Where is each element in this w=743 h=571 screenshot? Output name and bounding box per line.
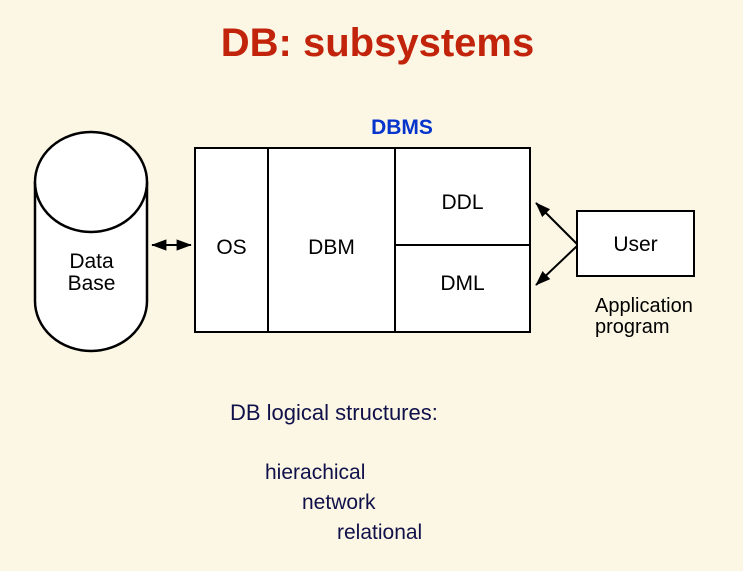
database-label: Data Base xyxy=(67,250,116,295)
database-cylinder xyxy=(33,130,149,353)
ddl-label: DDL xyxy=(441,191,484,214)
user-dml-arrow xyxy=(535,245,578,286)
dbms-label: DBMS xyxy=(371,116,433,139)
user-box xyxy=(576,210,695,277)
note-item-hierachical: hierachical xyxy=(265,461,366,484)
application-program-label: Application program xyxy=(595,295,693,338)
notes-heading: DB logical structures: xyxy=(230,400,438,425)
dbm-label: DBM xyxy=(308,236,355,259)
cylinder-top-ellipse xyxy=(33,130,149,234)
slide-title: DB: subsystems xyxy=(220,21,535,65)
user-label: User xyxy=(613,233,658,256)
user-ddl-arrow xyxy=(535,202,578,245)
note-item-relational: relational xyxy=(337,521,423,544)
note-item-network: network xyxy=(302,491,376,514)
dml-label: DML xyxy=(440,272,485,295)
os-label: OS xyxy=(216,236,247,259)
dbms-box-group xyxy=(194,147,531,333)
dbms-outer-box xyxy=(194,147,531,333)
